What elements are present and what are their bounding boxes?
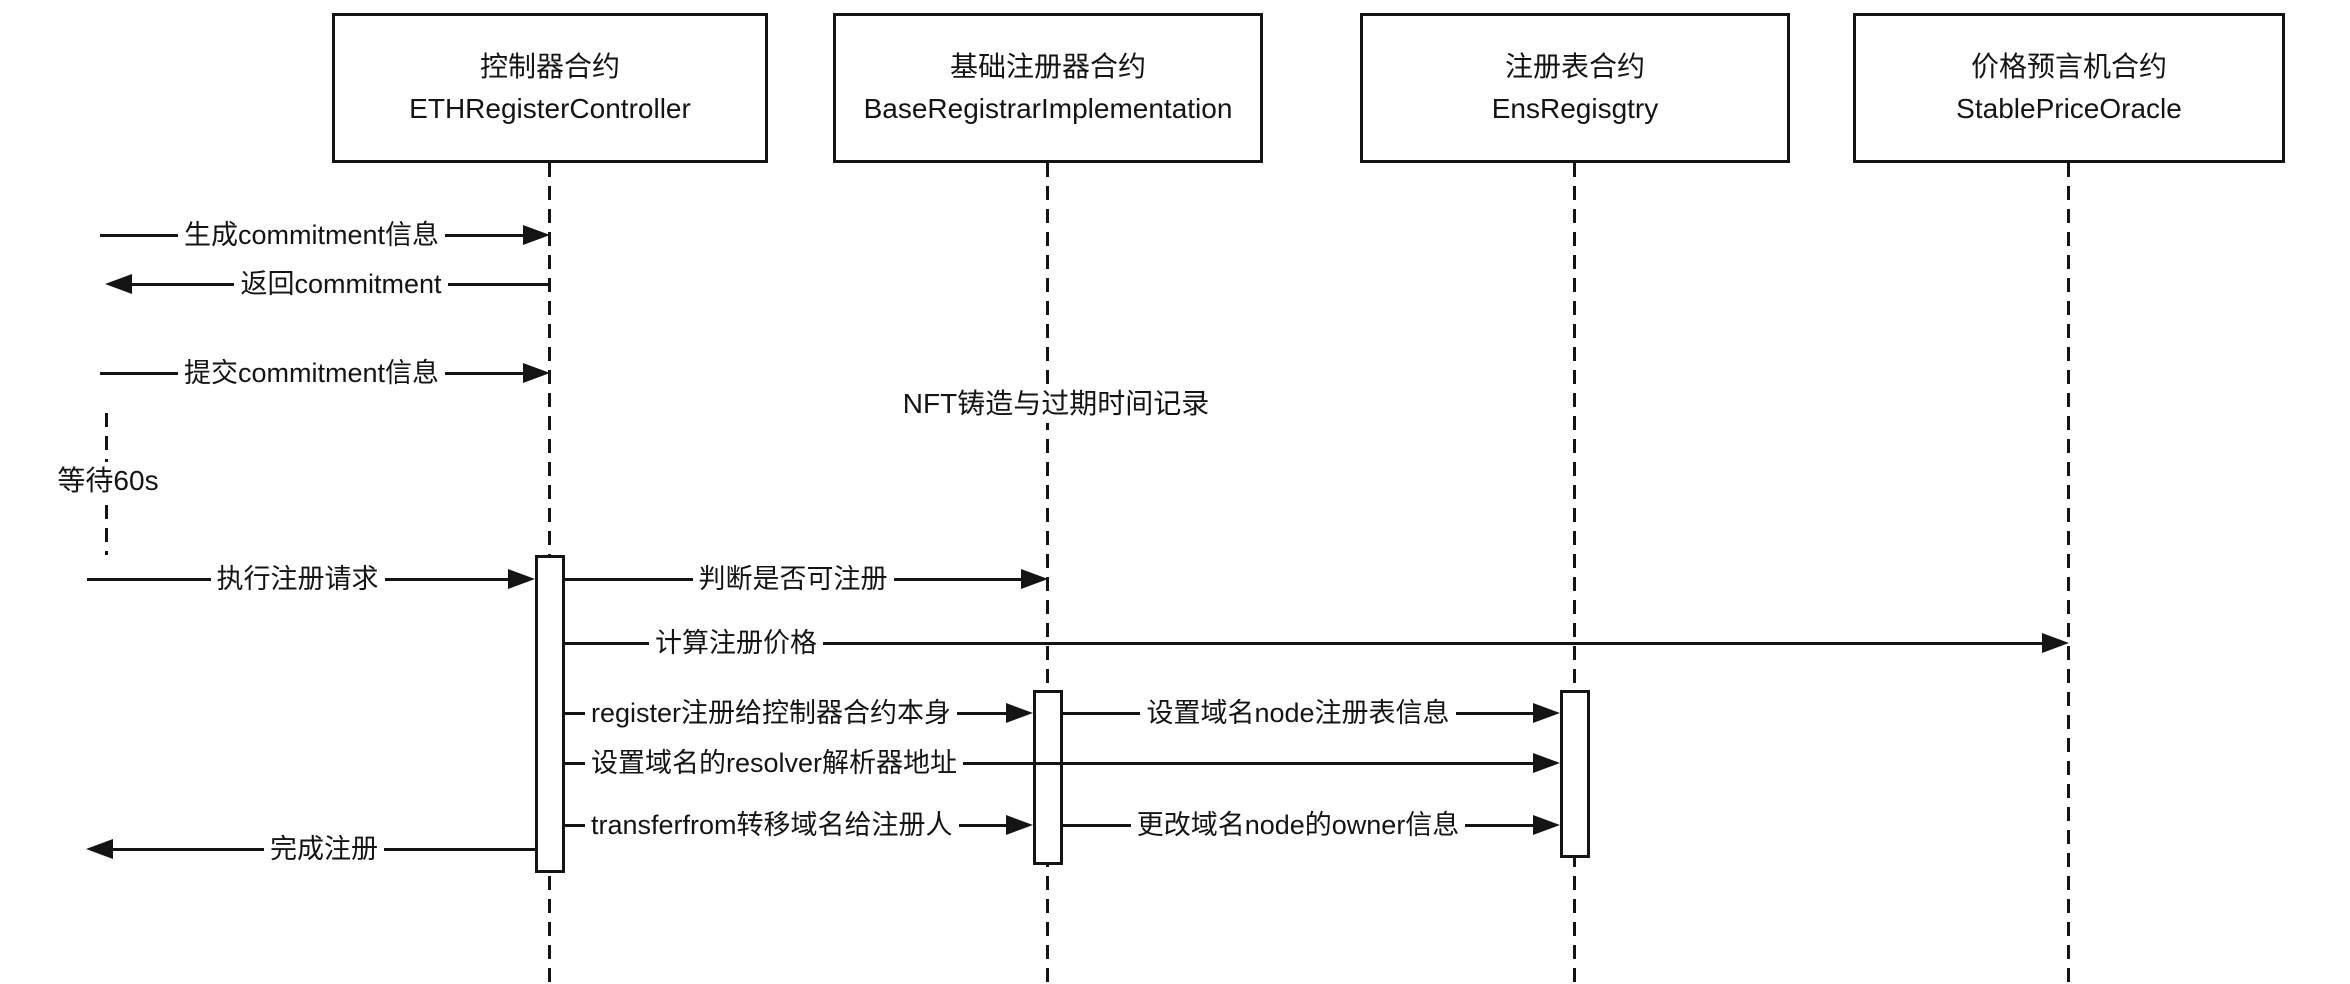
message-label: 设置域名的resolver解析器地址 <box>591 748 958 778</box>
message-label: 计算注册价格 <box>655 628 817 658</box>
message-calc-register-price: 计算注册价格 <box>565 625 2069 661</box>
message-label: 完成注册 <box>270 834 378 864</box>
message-line <box>565 711 585 715</box>
arrow-head-right-icon <box>1533 753 1560 773</box>
message-transferfrom-domain: transferfrom转移域名给注册人 <box>565 807 1033 843</box>
activation-bar-base-registrar <box>1033 690 1063 865</box>
participant-subtitle: EnsRegisgtry <box>1491 93 1659 124</box>
message-line <box>958 823 1006 827</box>
message-line <box>823 641 2042 645</box>
message-submit-commitment: 提交commitment信息 <box>100 355 550 391</box>
message-execute-register: 执行注册请求 <box>87 561 535 597</box>
message-line <box>100 233 178 237</box>
message-label: 判断是否可注册 <box>698 564 888 594</box>
message-register-to-controller: register注册给控制器合约本身 <box>565 695 1033 731</box>
message-label: 执行注册请求 <box>216 564 379 594</box>
activation-bar-ens-registry <box>1560 690 1590 858</box>
message-line <box>565 641 649 645</box>
message-change-node-owner: 更改域名node的owner信息 <box>1063 807 1561 843</box>
participant-title: 注册表合约 <box>1504 51 1645 82</box>
participant-price-oracle-contract: 价格预言机合约 StablePriceOracle <box>1853 13 2285 163</box>
message-line <box>1063 823 1131 827</box>
participant-title: 价格预言机合约 <box>1970 51 2167 82</box>
message-label: 设置域名node注册表信息 <box>1146 698 1450 728</box>
lifeline-price-oracle <box>2067 163 2070 984</box>
message-label: 生成commitment信息 <box>183 220 440 250</box>
message-complete-register: 完成注册 <box>86 831 535 867</box>
arrow-head-right-icon <box>523 363 550 383</box>
message-line <box>384 847 535 851</box>
message-label: transferfrom转移域名给注册人 <box>591 810 953 840</box>
message-line <box>893 577 1021 581</box>
arrow-head-right-icon <box>2042 633 2069 653</box>
message-line <box>132 282 235 286</box>
message-line <box>384 577 508 581</box>
arrow-head-right-icon <box>508 569 535 589</box>
message-label: 提交commitment信息 <box>183 358 440 388</box>
message-label: 更改域名node的owner信息 <box>1136 810 1460 840</box>
arrow-head-right-icon <box>1006 703 1033 723</box>
arrow-head-right-icon <box>1533 703 1561 723</box>
message-line <box>100 371 178 375</box>
message-line <box>565 577 693 581</box>
note-nft-mint-expiry: NFT铸造与过期时间记录 <box>896 385 1216 423</box>
participant-controller-contract: 控制器合约 ETHRegisterController <box>332 13 768 163</box>
message-line <box>1063 711 1141 715</box>
activation-bar-controller <box>535 555 565 873</box>
participant-title: 控制器合约 <box>479 51 620 82</box>
message-line <box>113 847 264 851</box>
participant-subtitle: StablePriceOracle <box>1956 93 2182 124</box>
message-line <box>963 761 1533 765</box>
message-return-commitment: 返回commitment <box>105 266 550 302</box>
message-label: register注册给控制器合约本身 <box>591 698 952 728</box>
participant-subtitle: ETHRegisterController <box>409 93 691 124</box>
message-line <box>445 371 523 375</box>
message-line <box>445 233 523 237</box>
message-line <box>565 823 585 827</box>
note-wait-60s: 等待60s <box>51 462 165 500</box>
message-line <box>87 577 211 581</box>
arrow-head-left-icon <box>105 274 132 294</box>
message-set-resolver-address: 设置域名的resolver解析器地址 <box>565 745 1560 781</box>
message-label: 返回commitment <box>240 269 442 299</box>
lifeline-ens-registry <box>1573 163 1576 984</box>
message-set-node-registry-info: 设置域名node注册表信息 <box>1063 695 1561 731</box>
message-generate-commitment: 生成commitment信息 <box>100 217 550 253</box>
message-check-registrable: 判断是否可注册 <box>565 561 1048 597</box>
message-line <box>565 761 585 765</box>
arrow-head-right-icon <box>1021 569 1048 589</box>
arrow-head-right-icon <box>1533 815 1561 835</box>
arrow-head-right-icon <box>1006 815 1033 835</box>
arrow-head-left-icon <box>86 839 113 859</box>
message-line <box>957 711 1006 715</box>
participant-ens-registry-contract: 注册表合约 EnsRegisgtry <box>1360 13 1790 163</box>
participant-subtitle: BaseRegistrarImplementation <box>863 93 1233 124</box>
arrow-head-right-icon <box>523 225 550 245</box>
participant-title: 基础注册器合约 <box>949 51 1146 82</box>
message-line <box>1455 711 1534 715</box>
message-line <box>1465 823 1534 827</box>
message-line <box>447 282 550 286</box>
participant-base-registrar-contract: 基础注册器合约 BaseRegistrarImplementation <box>833 13 1263 163</box>
